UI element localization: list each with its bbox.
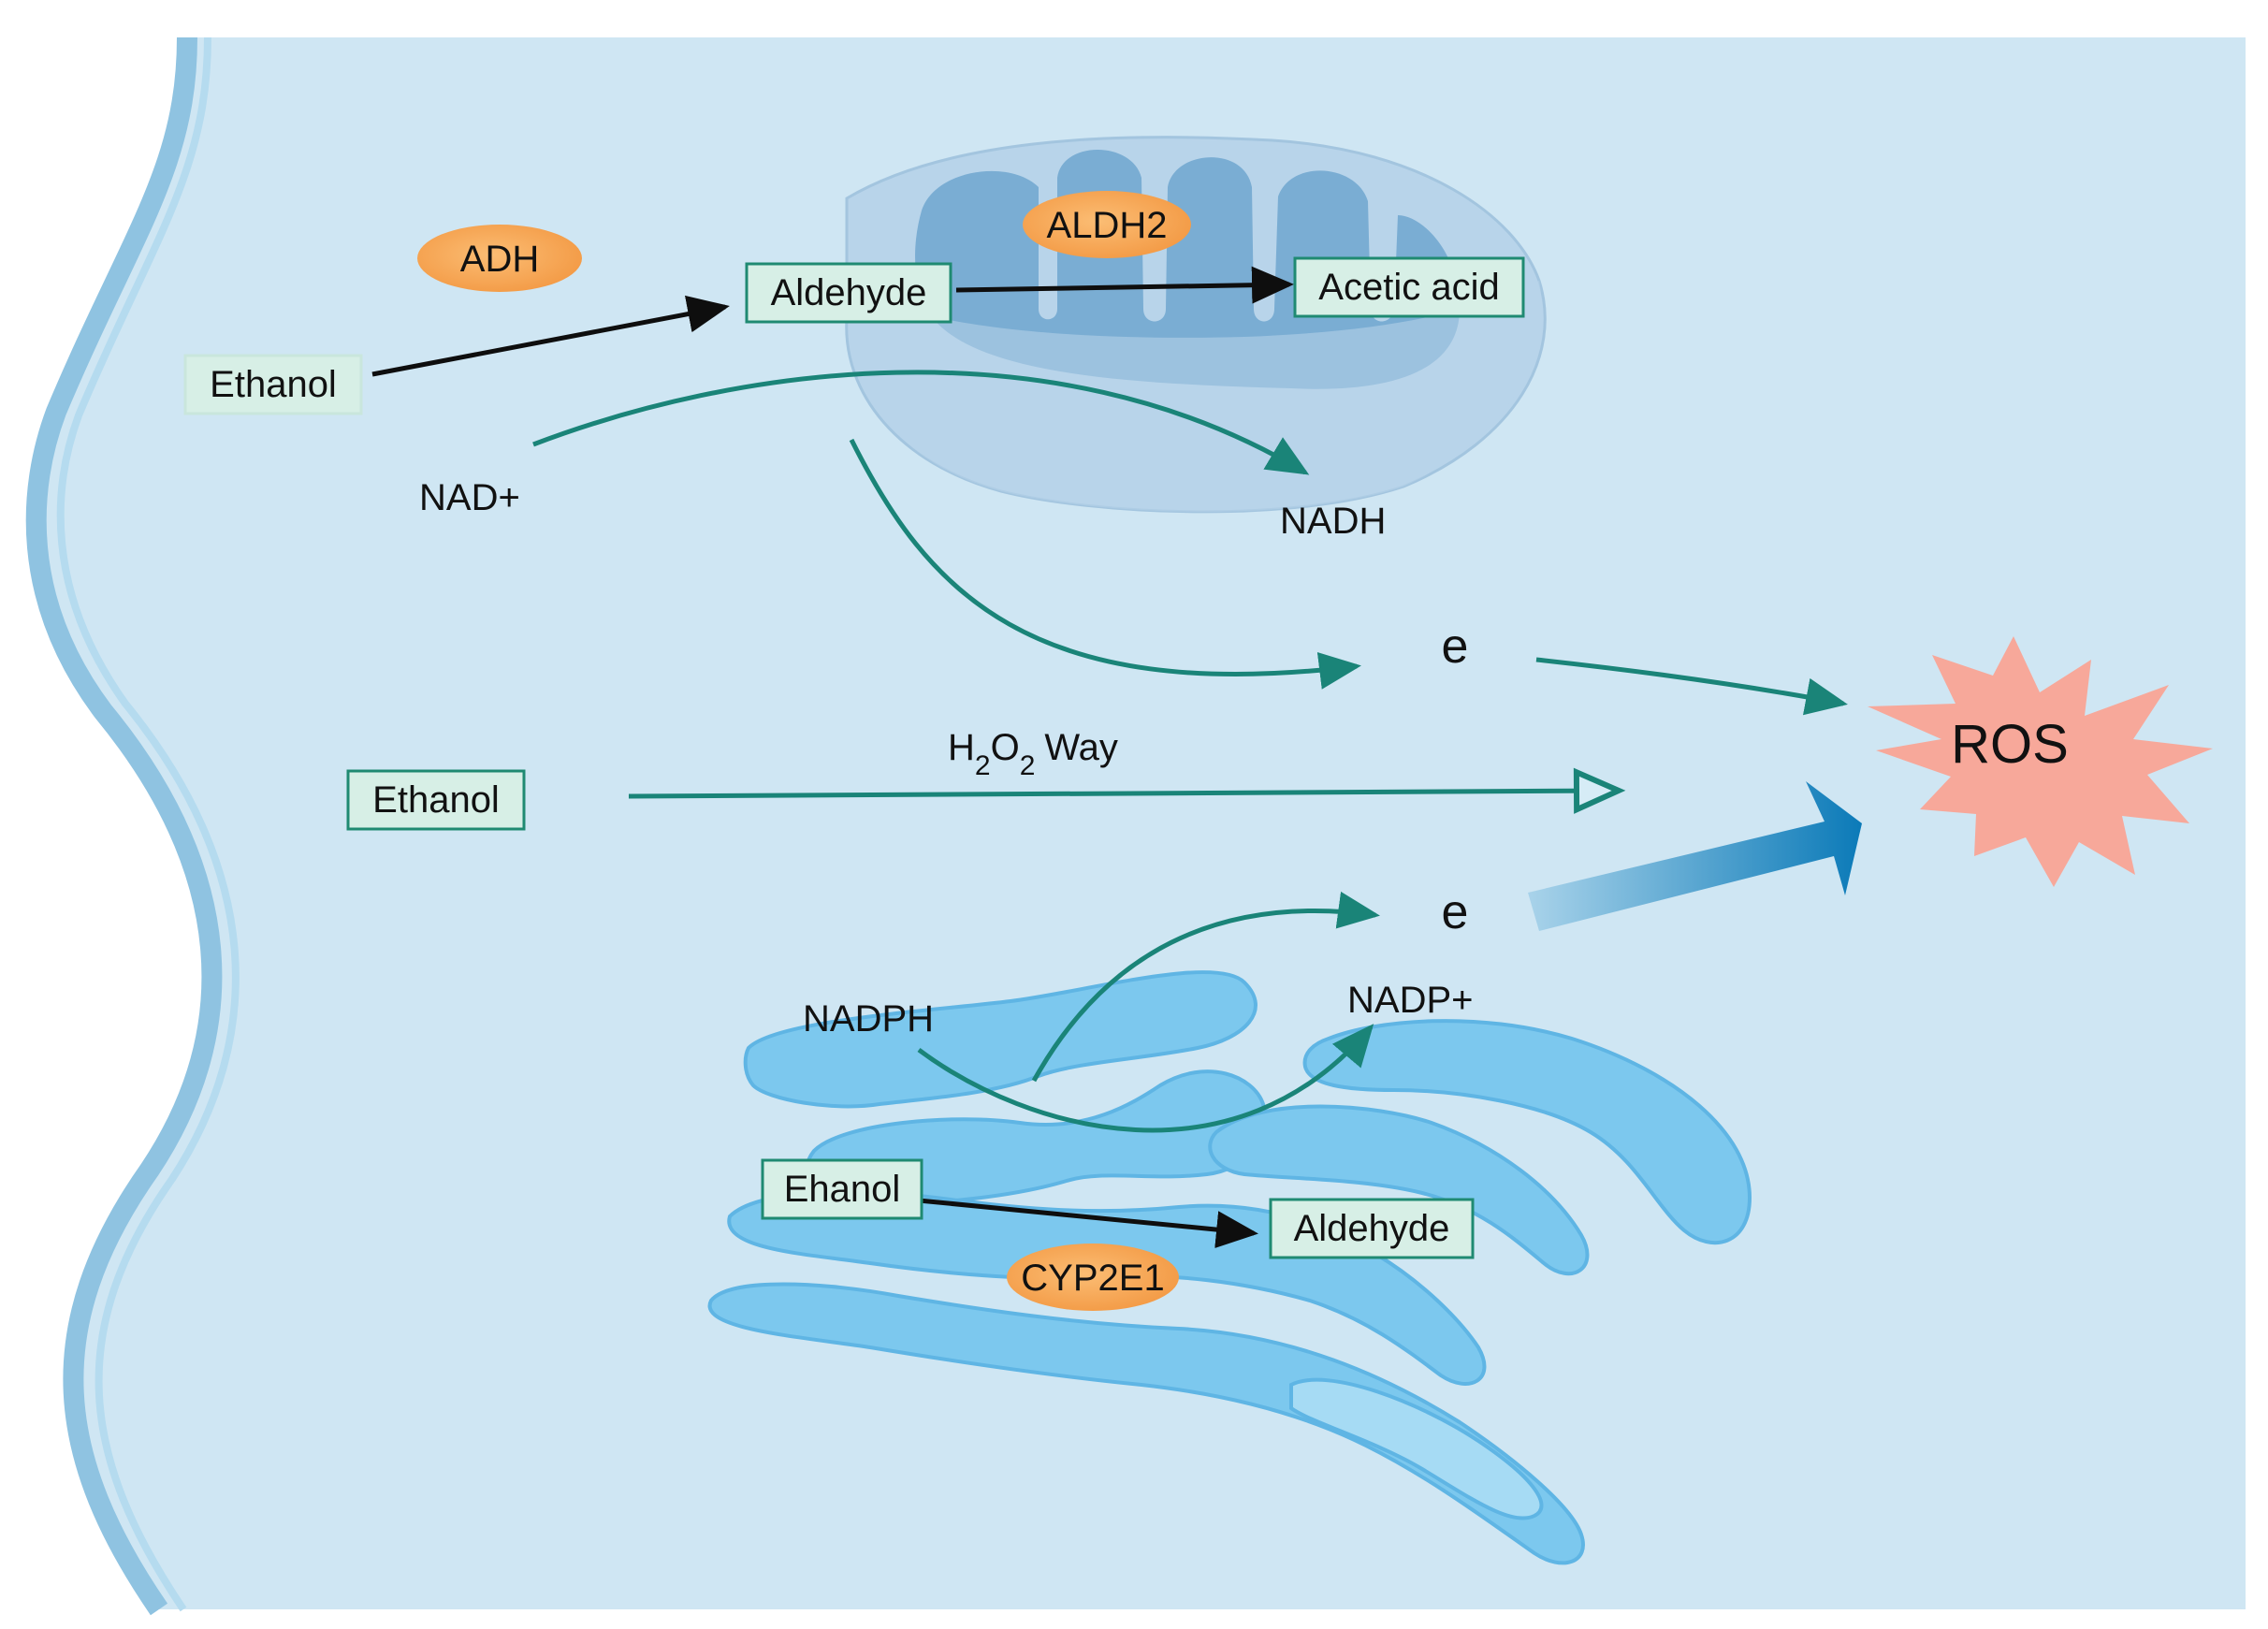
h2o2-sub1: 2: [975, 750, 991, 781]
h2o2-o: O: [991, 727, 1020, 768]
enzyme-cyp2e1: CYP2E1: [1007, 1244, 1179, 1311]
nad-plus-label: NAD+: [419, 477, 520, 518]
arrow-ehanol-to-aldehyde-er: [918, 1198, 1258, 1249]
electron-bottom-label: e: [1442, 885, 1469, 939]
ros-burst: [1868, 636, 2213, 887]
nadh-label: NADH: [1280, 501, 1386, 542]
box-ethanol-top-label: Ethanol: [210, 364, 337, 405]
nadph-label: NADPH: [803, 998, 934, 1040]
big-arrow-to-ros: [1528, 781, 1862, 931]
enzyme-adh: ADH: [417, 225, 582, 292]
box-ethanol-mid: Ethanol: [346, 769, 526, 831]
h2o2-way-word: Way: [1044, 727, 1118, 768]
arrow-nad-to-nadh: [532, 370, 1310, 475]
arrow-aldehyde-to-acetic-acid: [955, 266, 1294, 304]
enzyme-adh-label: ADH: [460, 239, 539, 280]
enzyme-aldh2: ALDH2: [1023, 191, 1191, 258]
box-aldehyde-er: Aldehyde: [1269, 1198, 1475, 1259]
box-aldehyde-er-label: Aldehyde: [1294, 1208, 1450, 1249]
arrow-electron-to-ros: [1535, 657, 1848, 716]
h2o2-h: H: [948, 727, 975, 768]
ros-label: ROS: [1951, 714, 2069, 775]
cell-membrane: [25, 36, 223, 1616]
enzyme-cyp2e1-label: CYP2E1: [1021, 1258, 1164, 1299]
arrow-ethanol-to-aldehyde: [371, 295, 730, 377]
arrow-to-electron-bottom: [1031, 891, 1380, 1083]
box-ethanol-top: Ethanol: [183, 354, 363, 415]
enzyme-aldh2-label: ALDH2: [1047, 205, 1168, 246]
box-ehanol-er: Ehanol: [761, 1158, 923, 1220]
box-acetic-acid: Acetic acid: [1293, 256, 1525, 318]
box-aldehyde-top-label: Aldehyde: [771, 272, 927, 313]
box-ehanol-er-label: Ehanol: [784, 1169, 901, 1210]
box-ethanol-mid-label: Ethanol: [372, 779, 500, 821]
h2o2-sub2: 2: [1020, 750, 1036, 781]
electron-top-label: e: [1442, 619, 1469, 674]
mitochondrion: [845, 136, 1547, 514]
arrow-to-electron-top: [849, 438, 1361, 690]
box-acetic-acid-label: Acetic acid: [1318, 267, 1499, 308]
nadp-plus-label: NADP+: [1347, 980, 1474, 1021]
box-aldehyde-top: Aldehyde: [745, 262, 952, 324]
arrow-h2o2-way: [628, 767, 1626, 814]
arrow-nadph-to-nadp: [917, 1024, 1374, 1133]
cell-membrane-inner: [56, 36, 240, 1612]
